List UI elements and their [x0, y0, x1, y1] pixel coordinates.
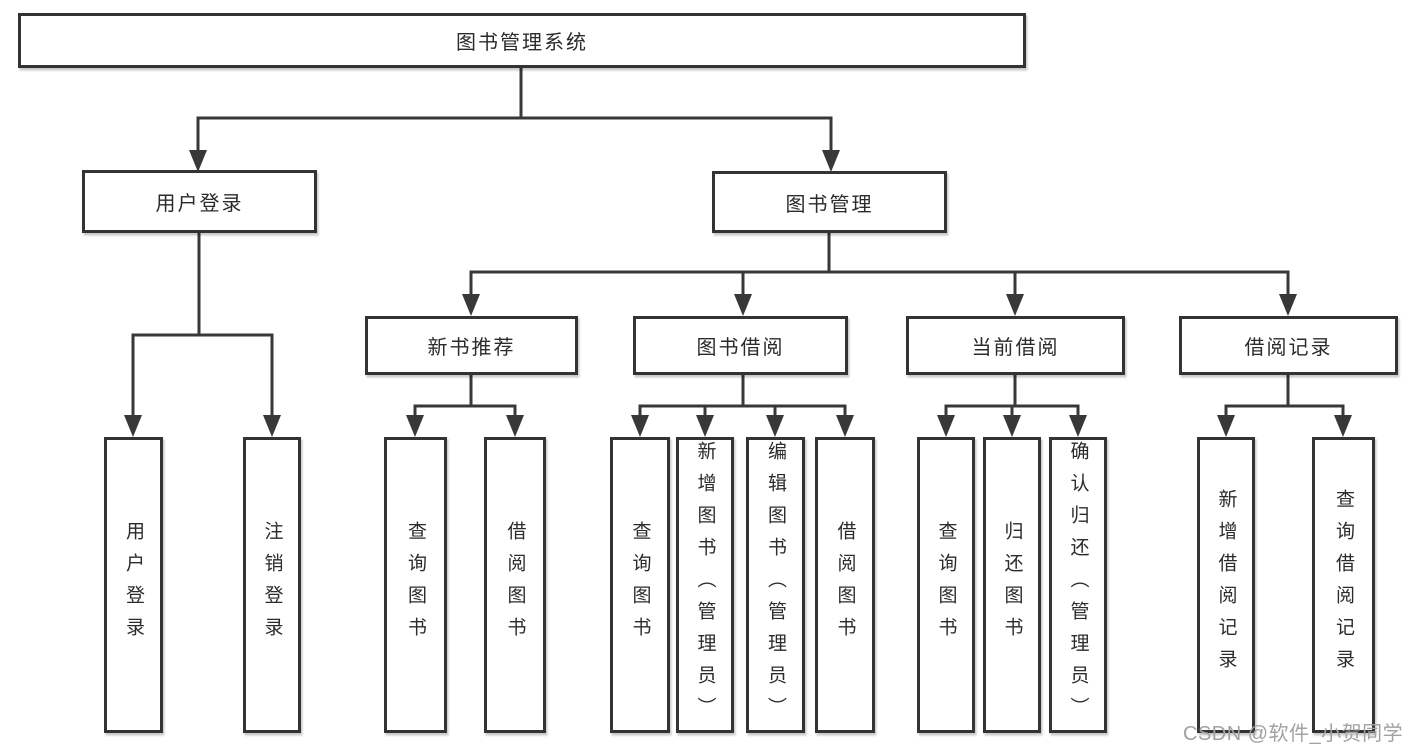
leaf-br-add-record-label: 新增借阅记录 — [1215, 489, 1237, 681]
leaf-nbr-borrow-books-label: 借阅图书 — [504, 521, 526, 649]
node-root-label: 图书管理系统 — [456, 32, 588, 54]
leaf-logout-label: 注销登录 — [261, 521, 283, 649]
leaf-cb-confirm-return-admin: 确认归还（管理员） — [1049, 437, 1107, 733]
csdn-watermark: CSDN @软件_小贺同学 — [1183, 723, 1404, 745]
leaf-bb-edit-books-admin-label: 编辑图书（管理员） — [765, 441, 786, 729]
leaf-bb-add-books-admin: 新增图书（管理员） — [676, 437, 734, 733]
leaf-br-query-record: 查询借阅记录 — [1312, 437, 1375, 733]
leaf-cb-return-books-label: 归还图书 — [1001, 521, 1023, 649]
node-borrow-records-label: 借阅记录 — [1244, 337, 1333, 359]
leaf-bb-query-books-label: 查询图书 — [629, 521, 651, 649]
leaf-cb-confirm-return-admin-label: 确认归还（管理员） — [1067, 441, 1089, 729]
leaf-bb-edit-books-admin: 编辑图书（管理员） — [746, 437, 805, 733]
node-book-borrow-label: 图书借阅 — [696, 337, 785, 359]
arrowheads — [124, 150, 1352, 437]
leaf-logout: 注销登录 — [243, 437, 301, 733]
leaf-nbr-borrow-books: 借阅图书 — [484, 437, 546, 733]
node-new-book-recommend: 新书推荐 — [365, 316, 578, 375]
node-current-borrow: 当前借阅 — [906, 316, 1125, 375]
leaf-cb-query-books-label: 查询图书 — [935, 521, 957, 649]
leaf-br-query-record-label: 查询借阅记录 — [1333, 489, 1354, 681]
leaf-cb-return-books: 归还图书 — [983, 437, 1041, 733]
leaf-user-login-label: 用户登录 — [123, 521, 144, 649]
node-borrow-records: 借阅记录 — [1179, 316, 1398, 375]
leaf-user-login: 用户登录 — [104, 437, 163, 733]
node-book-management-label: 图书管理 — [785, 193, 874, 216]
leaf-bb-add-books-admin-label: 新增图书（管理员） — [694, 441, 716, 729]
node-book-management: 图书管理 — [712, 171, 947, 233]
node-root: 图书管理系统 — [18, 13, 1026, 68]
leaf-cb-query-books: 查询图书 — [917, 437, 975, 733]
node-user-login: 用户登录 — [82, 170, 317, 233]
node-new-book-recommend-label: 新书推荐 — [427, 337, 516, 359]
leaf-br-add-record: 新增借阅记录 — [1197, 437, 1255, 733]
leaf-nbr-query-books-label: 查询图书 — [405, 521, 426, 649]
node-book-borrow: 图书借阅 — [633, 316, 848, 375]
leaf-bb-query-books: 查询图书 — [610, 437, 670, 733]
node-user-login-label: 用户登录 — [155, 193, 244, 215]
leaf-bb-borrow-books: 借阅图书 — [815, 437, 875, 733]
leaf-bb-borrow-books-label: 借阅图书 — [834, 521, 856, 649]
leaf-nbr-query-books: 查询图书 — [384, 437, 447, 733]
node-current-borrow-label: 当前借阅 — [971, 337, 1060, 359]
